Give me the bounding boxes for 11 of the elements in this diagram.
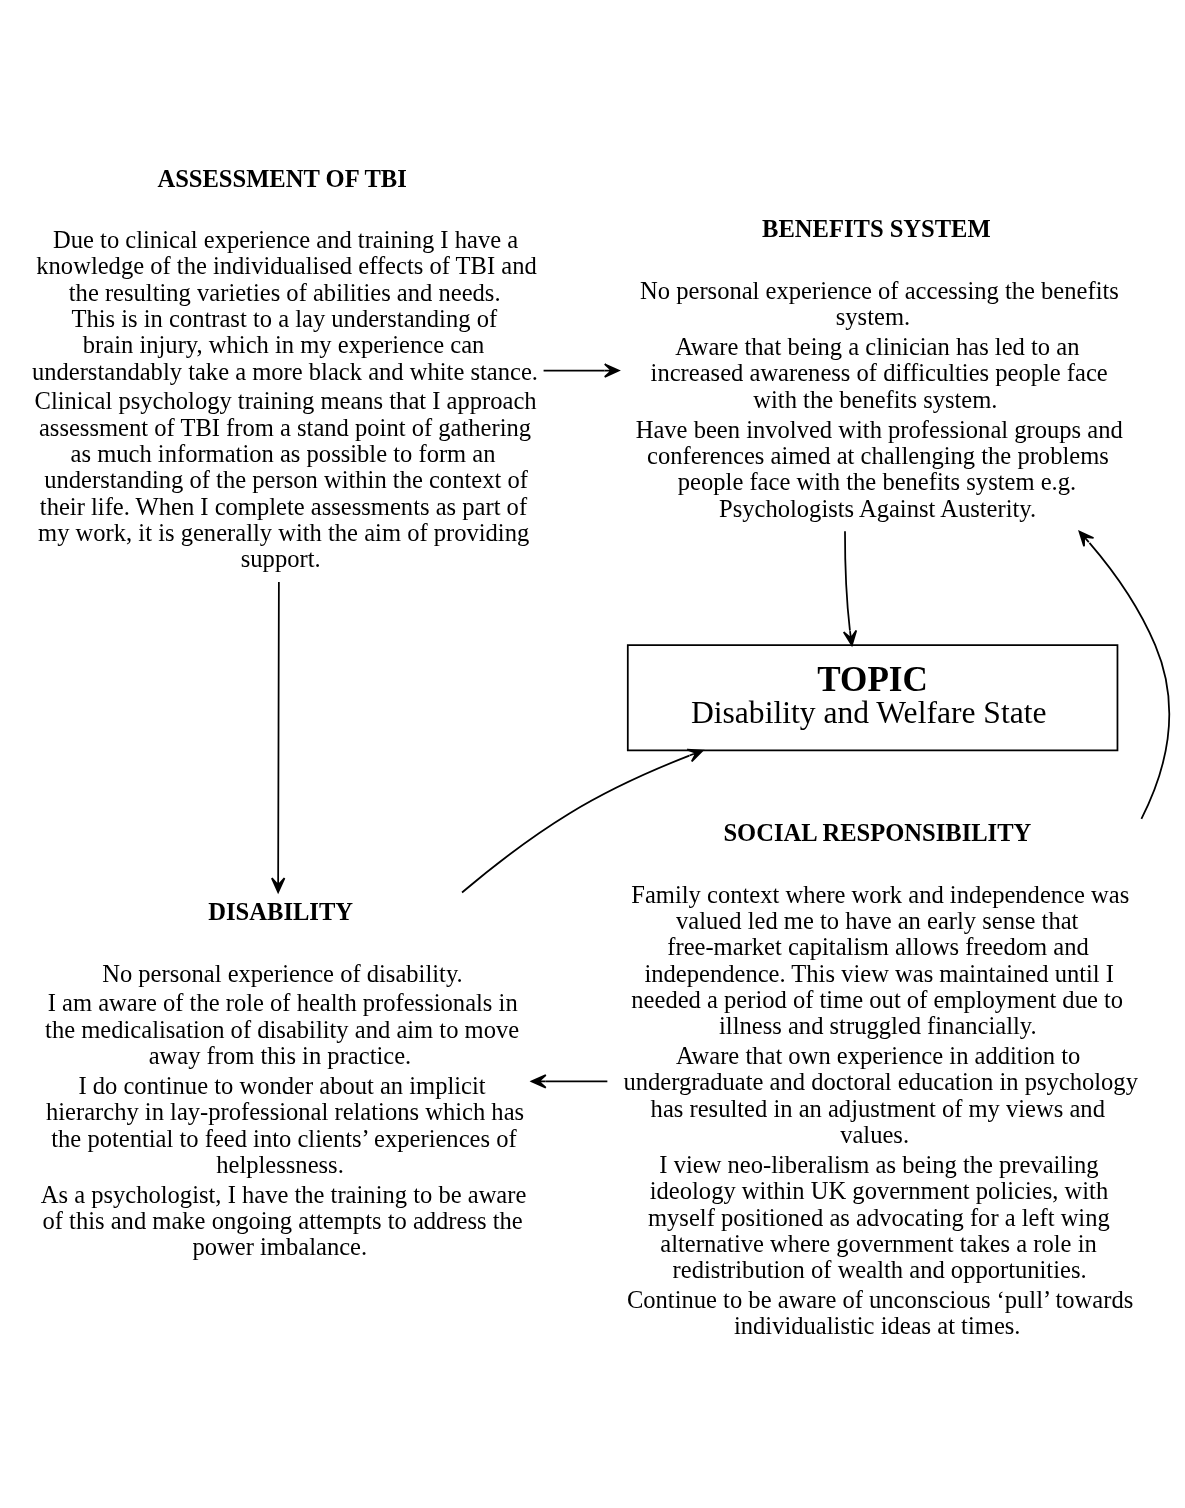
node-text: DISABILITY No personal experience of disability. I am aware of the role of health professionals in the medicalisation of disability and aim to move away from this in practice. I do continue to wonder about an implicit hierarchy in lay-professional relations which has the potential to feed into clients’ experiences of helplessness. As a psychologist, I have the training to be aware of this and make ongoing attempts to address the power imbalance. <box>40 898 527 1261</box>
arrow <box>542 363 620 378</box>
node-box: TOPIC Disability and Welfare State <box>626 644 1119 752</box>
node-text: SOCIAL RESPONSIBILITY Family context where work and independence was valued led me to have an early sense that free-market capitalism allows freedom and independence. This view was maintained until I needed a period of time out of employment due to illness and struggled financially. Aware that own experience in addition to undergraduate and doctoral education in psychology has resulted in an adjustment of my views and values. I view neo-liberalism as being the prevailing ideology within UK government policies, with myself positioned as advocating for a left wing alternative where government takes a role in redistribution of wealth and opportunities. Continue to be aware of unconscious ‘pull’ towards individualistic ideas at times. <box>623 819 1138 1340</box>
arrow <box>1078 530 1171 820</box>
arrow <box>530 1074 609 1089</box>
arrow <box>270 581 286 893</box>
node-text: BENEFITS SYSTEM No personal experience of accessing the benefits system. Aware that being a clinician has led to an increased awareness of difficulties people face with the benefits system. Have been involved with professional groups and conferences aimed at challenging the problems people face with the benefits system e.g. Psychologists Against Austerity. <box>635 215 1123 522</box>
node-text: ASSESSMENT OF TBI Due to clinical experience and training I have a knowledge of the individualised effects of TBI and the resulting varieties of abilities and needs. This is in contrast to a lay understanding of brain injury, which in my experience can understandably take a more black and white stance. Clinical psychology training means that I approach assessment of TBI from a stand point of gathering as much information as possible to form an understanding of the person within the context of their life. When I complete assessments as part of my work, it is generally with the aim of providing support. <box>31 164 538 573</box>
arrow <box>461 748 704 894</box>
arrow <box>842 530 858 646</box>
